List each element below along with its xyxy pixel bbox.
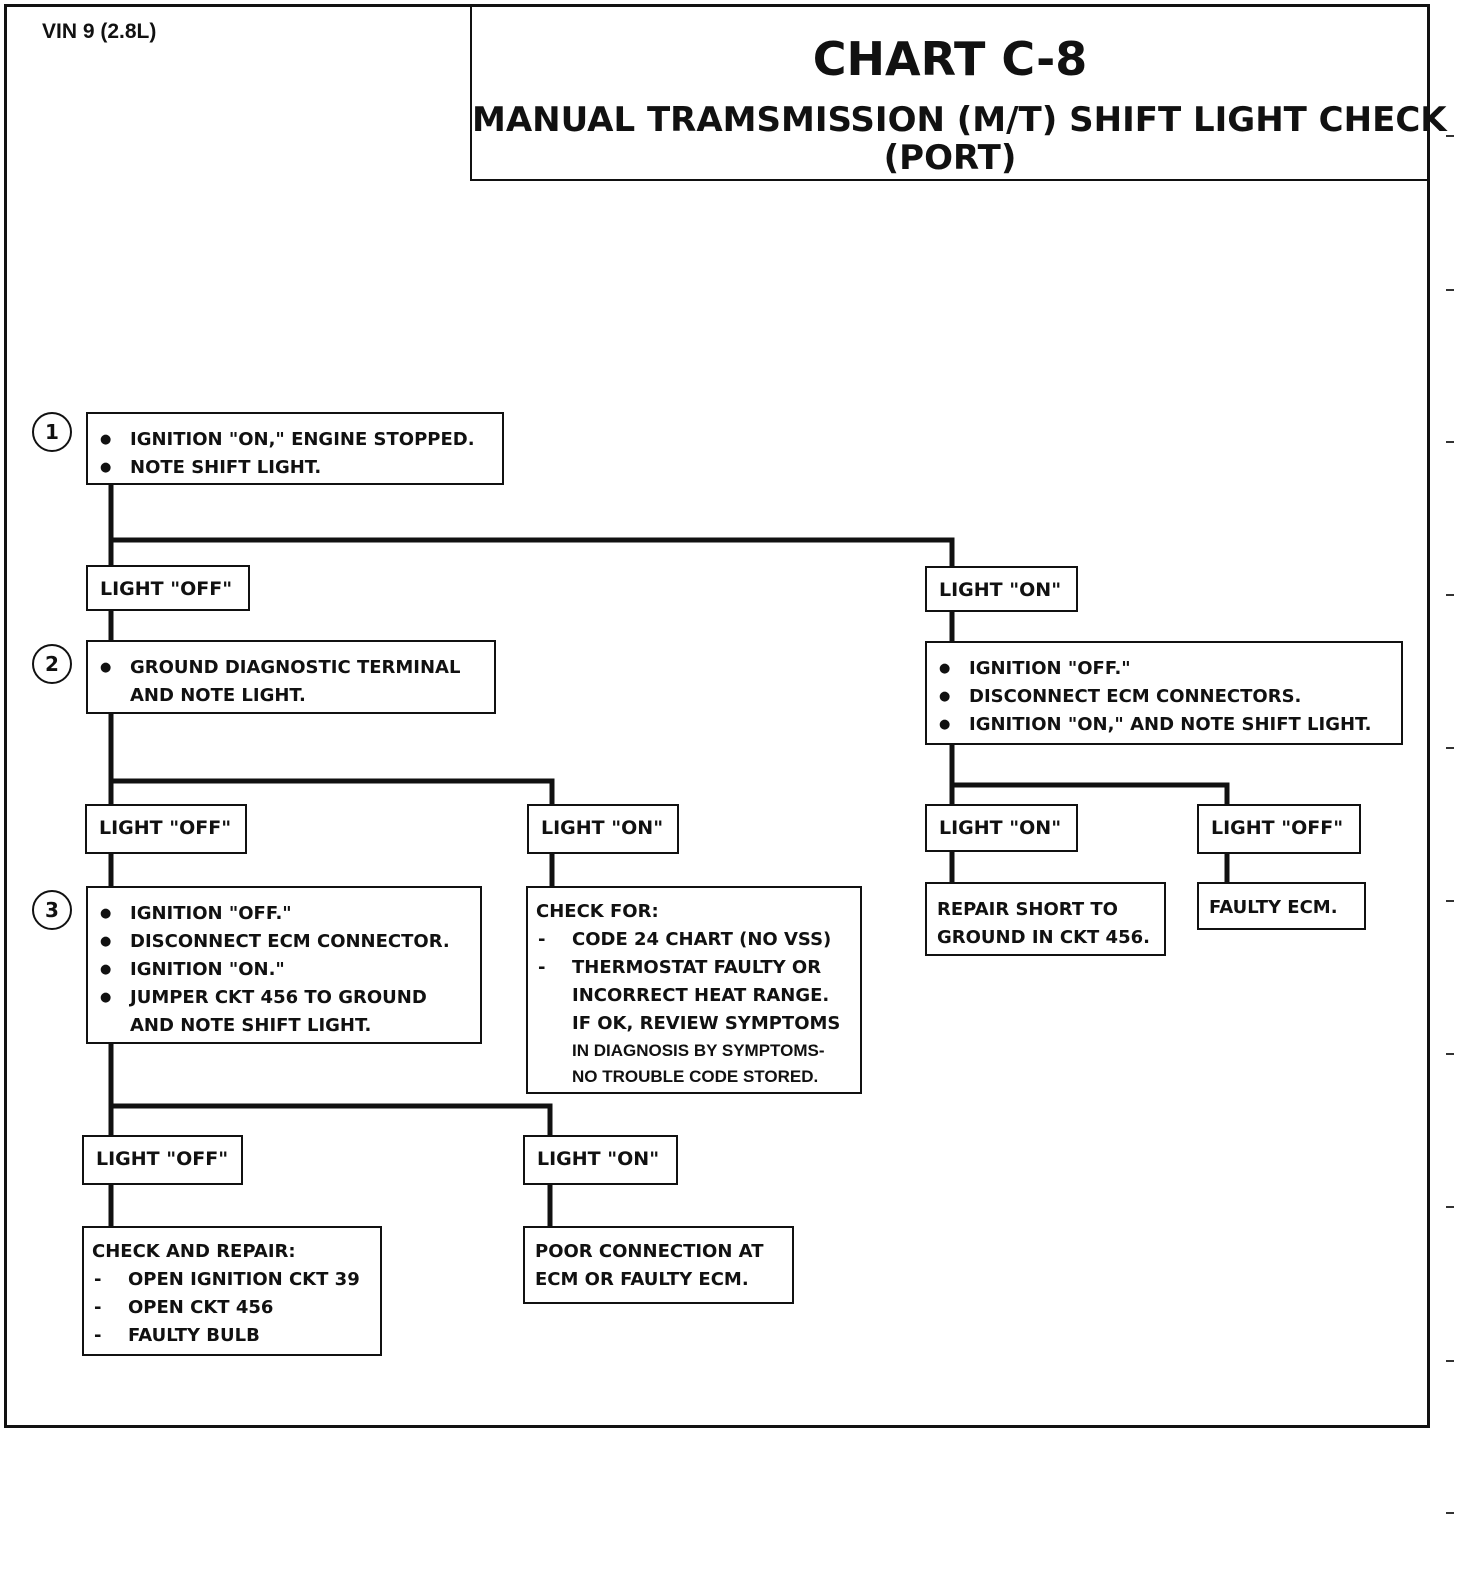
step-1-marker: 1 xyxy=(32,412,72,452)
margin-tick xyxy=(1446,594,1454,596)
margin-tick xyxy=(1446,135,1454,137)
check-for-item-1: CODE 24 CHART (NO VSS) xyxy=(536,926,850,954)
step3-box: IGNITION "OFF." DISCONNECT ECM CONNECTOR… xyxy=(86,886,482,1044)
check-repair-heading: CHECK AND REPAIR: xyxy=(92,1241,296,1262)
margin-tick xyxy=(1446,1053,1454,1055)
step1-box: IGNITION "ON," ENGINE STOPPED. NOTE SHIF… xyxy=(86,412,504,485)
check-for-note-3: NO TROUBLE CODE STORED. xyxy=(572,1067,819,1086)
margin-tick xyxy=(1446,900,1454,902)
chart-subtitle-port: (PORT) xyxy=(883,138,1017,178)
step1-light-on: LIGHT "ON" xyxy=(925,566,1078,612)
step1-item-1: IGNITION "ON," ENGINE STOPPED. xyxy=(100,426,492,454)
repair-short-box: REPAIR SHORT TO GROUND IN CKT 456. xyxy=(925,882,1166,956)
step3-item-3: IGNITION "ON." xyxy=(100,956,470,984)
chart-subtitle: MANUAL TRAMSMISSION (M/T) SHIFT LIGHT CH… xyxy=(472,100,1447,140)
vin-label: VIN 9 (2.8L) xyxy=(42,20,157,43)
margin-tick xyxy=(1446,289,1454,291)
margin-tick xyxy=(1446,1512,1454,1514)
step1-light-off: LIGHT "OFF" xyxy=(86,565,250,611)
poor-connection-box: POOR CONNECTION AT ECM OR FAULTY ECM. xyxy=(523,1226,794,1304)
right-light-off: LIGHT "OFF" xyxy=(1197,804,1361,854)
connector-step3-to-on xyxy=(111,1103,553,1136)
margin-tick xyxy=(1446,441,1454,443)
connector-step1-to-on xyxy=(111,537,955,566)
check-repair-box: CHECK AND REPAIR: OPEN IGNITION CKT 39 O… xyxy=(82,1226,382,1356)
step-2-marker: 2 xyxy=(32,644,72,684)
connector-rcheck-to-off xyxy=(952,782,1230,806)
check-for-note-1: IF OK, REVIEW SYMPTOMS xyxy=(572,1013,841,1034)
right-check-item-2: DISCONNECT ECM CONNECTORS. xyxy=(939,683,1391,711)
step3-light-on: LIGHT "ON" xyxy=(523,1135,678,1185)
check-repair-item-1: OPEN IGNITION CKT 39 xyxy=(92,1266,370,1294)
right-check-item-1: IGNITION "OFF." xyxy=(939,655,1391,683)
connector-step2-to-on xyxy=(111,778,555,806)
step3-item-2: DISCONNECT ECM CONNECTOR. xyxy=(100,928,470,956)
check-for-note-2: IN DIAGNOSIS BY SYMPTOMS- xyxy=(572,1041,825,1060)
step2-light-on: LIGHT "ON" xyxy=(527,804,679,854)
step3-item-4: JUMPER CKT 456 TO GROUND AND NOTE SHIFT … xyxy=(100,984,470,1040)
check-for-box: CHECK FOR: CODE 24 CHART (NO VSS) THERMO… xyxy=(526,886,862,1094)
check-repair-item-3: FAULTY BULB xyxy=(92,1322,370,1350)
step3-light-off: LIGHT "OFF" xyxy=(82,1135,243,1185)
faulty-ecm-box: FAULTY ECM. xyxy=(1197,882,1366,930)
check-repair-item-2: OPEN CKT 456 xyxy=(92,1294,370,1322)
step2-light-off: LIGHT "OFF" xyxy=(85,804,247,854)
title-box: CHART C-8 MANUAL TRAMSMISSION (M/T) SHIF… xyxy=(470,4,1447,181)
chart-title: CHART C-8 xyxy=(812,32,1088,86)
step2-box: GROUND DIAGNOSTIC TERMINAL AND NOTE LIGH… xyxy=(86,640,496,714)
margin-tick xyxy=(1446,747,1454,749)
step-3-marker: 3 xyxy=(32,890,72,930)
margin-tick xyxy=(1446,1360,1454,1362)
check-for-item-2: THERMOSTAT FAULTY OR INCORRECT HEAT RANG… xyxy=(536,954,850,1010)
step3-item-1: IGNITION "OFF." xyxy=(100,900,470,928)
margin-tick xyxy=(1446,1206,1454,1208)
right-check-box: IGNITION "OFF." DISCONNECT ECM CONNECTOR… xyxy=(925,641,1403,745)
right-light-on: LIGHT "ON" xyxy=(925,804,1078,852)
right-check-item-3: IGNITION "ON," AND NOTE SHIFT LIGHT. xyxy=(939,711,1391,739)
step2-item-1: GROUND DIAGNOSTIC TERMINAL AND NOTE LIGH… xyxy=(100,654,484,710)
step1-item-2: NOTE SHIFT LIGHT. xyxy=(100,454,492,482)
check-for-heading: CHECK FOR: xyxy=(536,901,659,922)
